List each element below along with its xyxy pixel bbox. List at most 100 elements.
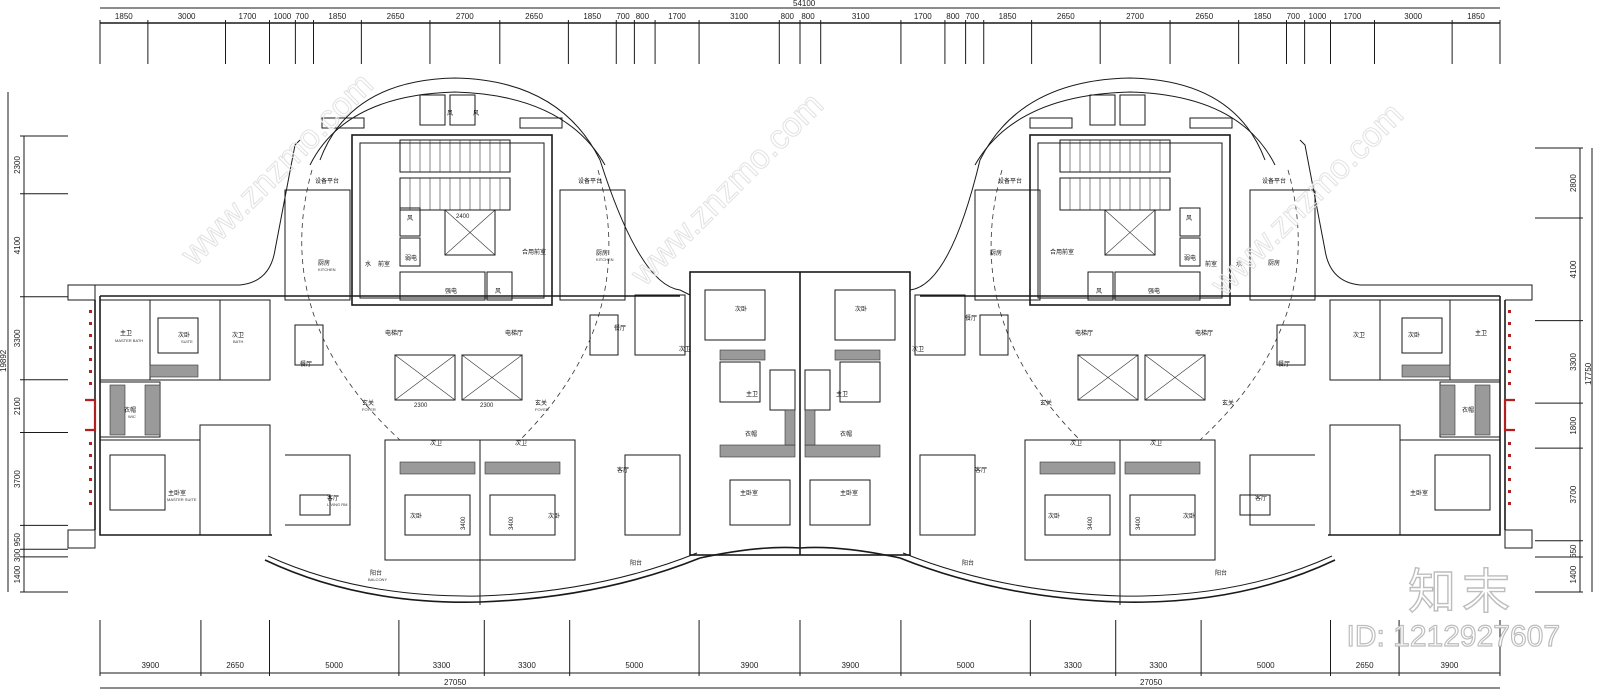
dim-label: 5000 [1257,661,1275,670]
dim-label: 3100 [730,12,748,21]
dim-label: 2650 [387,12,405,21]
dim-label: 3900 [141,661,159,670]
svg-text:电梯厅: 电梯厅 [1195,329,1213,337]
svg-text:风: 风 [407,215,413,222]
svg-text:次卫: 次卫 [912,345,924,353]
label-foyer-l: 玄关 [362,399,374,407]
right-unit-walls [974,94,1501,561]
label-dining: 餐厅 [300,360,312,368]
svg-text:次卫: 次卫 [1070,439,1082,447]
center-unit-walls [624,289,1009,536]
svg-text:3400: 3400 [461,516,467,530]
svg-text:次卧: 次卧 [1183,512,1195,520]
dim-label: 2700 [456,12,474,21]
label-elevator-hall-l: 电梯厅 [385,329,403,337]
svg-text:厨房: 厨房 [1268,259,1280,267]
svg-text:设备平台: 设备平台 [1262,177,1286,185]
label-elevator-hall-r: 电梯厅 [505,329,523,337]
svg-text:次卧: 次卧 [855,305,867,313]
svg-text:风: 风 [447,110,453,117]
dim-label: 700 [966,12,980,21]
dim-label: 5000 [957,661,975,670]
label-master-suite: 主卧室 [168,489,186,497]
dim-label: 3700 [1569,485,1578,503]
watermark-logo: 知末 [1407,563,1516,620]
svg-text:衣帽: 衣帽 [1462,406,1474,414]
svg-text:玄关: 玄关 [1222,399,1234,407]
facade-markers [85,310,1515,505]
dim-label: 5000 [625,661,643,670]
dim-label: 3700 [13,470,22,488]
svg-text:FOYER: FOYER [535,407,549,412]
svg-text:主卫: 主卫 [1475,329,1487,337]
svg-text:衣帽: 衣帽 [840,430,852,438]
svg-text:设备平台: 设备平台 [998,177,1022,185]
label-anteroom: 前室 [378,260,390,268]
dim-label: 3300 [1149,661,1167,670]
bottom-right-total-dim: 27050 [1140,678,1163,687]
svg-text:BALCONY: BALCONY [368,577,387,582]
svg-text:KITCHEN: KITCHEN [596,257,614,262]
dim-label: 2300 [13,156,22,174]
label-foyer-r: 玄关 [535,399,547,407]
svg-text:次卧: 次卧 [1408,331,1420,339]
dim-label: 800 [946,12,960,21]
svg-text:次卧: 次卧 [548,512,560,520]
svg-text:餐厅: 餐厅 [614,324,626,332]
right-total-dim: 17750 [1584,362,1593,385]
label-equipment-r: 设备平台 [578,177,602,185]
svg-text:风: 风 [473,110,479,117]
dim-label: 3000 [1404,12,1422,21]
svg-text:FOYER: FOYER [362,407,376,412]
label-wic: 衣帽 [124,406,136,414]
dim-label: 1850 [999,12,1017,21]
dim-label: 4100 [13,236,22,254]
dim-label: 5000 [325,661,343,670]
dim-label: 3900 [841,661,859,670]
svg-text:主卧室: 主卧室 [740,489,758,497]
dim-label: 700 [616,12,630,21]
dim-label: 650 [1569,544,1578,558]
center-room-labels: 次卧 次卧 次卫 次卫 主卫 主卫 衣帽 衣帽 主卧室 主卧室 客厅 客厅 餐厅… [614,305,987,567]
dim-label: 1850 [583,12,601,21]
svg-text:前室: 前室 [1205,260,1217,268]
svg-text:风: 风 [1186,215,1192,222]
label-balcony-l: 阳台 [370,569,382,577]
label-kitchen-r: 厨房 [596,249,608,257]
dim-label: 1700 [668,12,686,21]
dim-label: 1000 [1309,12,1327,21]
label-living: 客厅 [327,494,339,502]
dim-label: 2800 [1569,174,1578,192]
svg-text:主卧室: 主卧室 [840,489,858,497]
svg-text:次卫: 次卫 [679,345,691,353]
dim-label: 3900 [741,661,759,670]
svg-text:KITCHEN: KITCHEN [318,267,336,272]
svg-text:客厅: 客厅 [975,466,987,474]
svg-text:客厅: 客厅 [617,466,629,474]
dim-label: 1700 [1343,12,1361,21]
dim-label: 3300 [13,329,22,347]
left-unit-walls [99,94,626,561]
svg-text:强电: 强电 [1148,287,1160,295]
svg-text:3400: 3400 [1088,516,1094,530]
dim-label: 800 [781,12,795,21]
svg-text:BATH: BATH [233,339,243,344]
svg-text:阳台: 阳台 [1215,569,1227,577]
dim-label: 1850 [1467,12,1485,21]
svg-text:餐厅: 餐厅 [1278,360,1290,368]
svg-text:衣帽: 衣帽 [745,430,757,438]
dim-label: 300 [13,548,22,562]
dim-label: 1400 [13,565,22,583]
svg-text:客厅: 客厅 [1255,494,1267,502]
dim-label: 2650 [1057,12,1075,21]
svg-text:厨房: 厨房 [990,249,1002,257]
svg-text:主卫: 主卫 [836,390,848,398]
bottom-left-total-dim: 27050 [444,678,467,687]
svg-text:2400: 2400 [456,214,470,220]
dim-label: 2700 [1126,12,1144,21]
svg-text:风: 风 [495,288,501,295]
